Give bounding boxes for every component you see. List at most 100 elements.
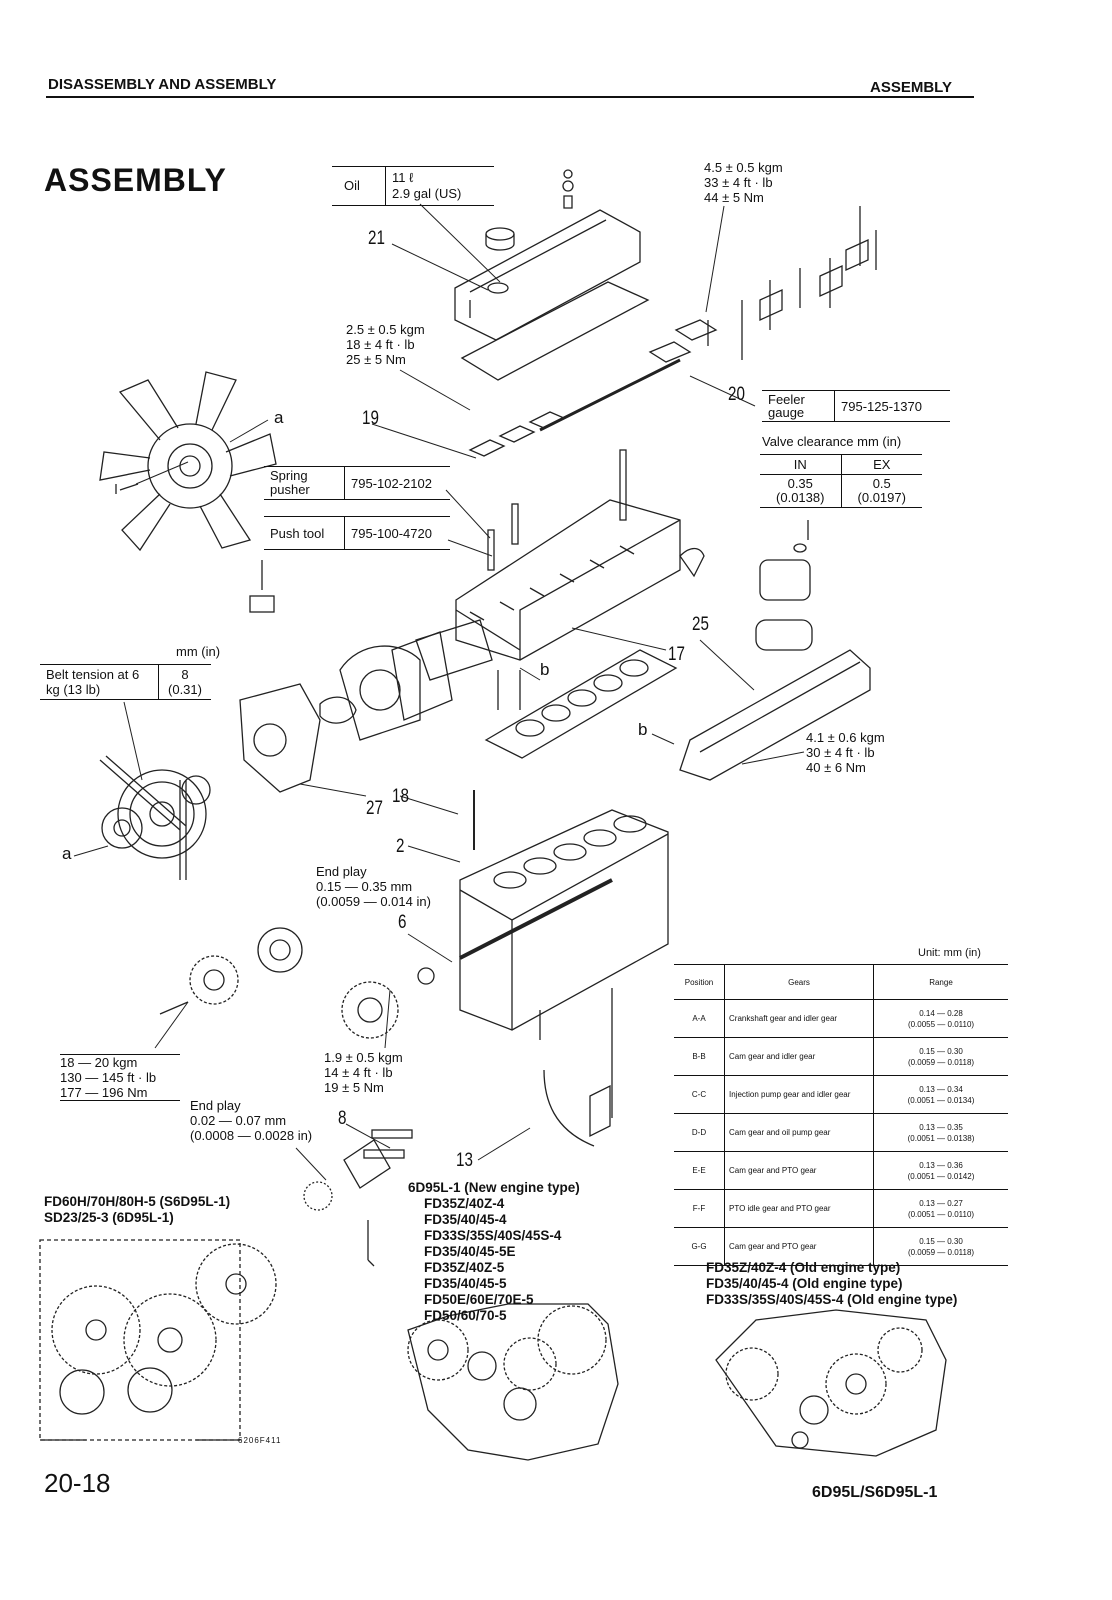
gt-gears-cell: Cam gear and idler gear [724, 1037, 874, 1076]
gear-table-unit: Unit: mm (in) [918, 947, 981, 959]
callout-17: 17 [668, 644, 685, 665]
ref-a-pulley: a [62, 844, 72, 863]
oil-capacity-box: Oil 11 ℓ 2.9 gal (US) [332, 166, 494, 206]
vc-in-value: 0.35(0.0138) [760, 474, 842, 508]
gt-range-mm: 0.13 — 0.34 [919, 1084, 963, 1094]
header-rule [46, 96, 974, 98]
callout-2: 2 [396, 836, 405, 857]
feeler-label: Feeler gauge [762, 390, 835, 422]
oil-volume-gallons: 2.9 gal (US) [392, 186, 462, 201]
belt-tension-box: Belt tension at 6 kg (13 lb) 8(0.31) [40, 664, 211, 700]
models-right: FD35Z/40Z-4 (Old engine type)FD35/40/45-… [706, 1260, 958, 1307]
callout-6: 6 [398, 912, 407, 933]
gt-range-mm: 0.14 — 0.28 [919, 1008, 963, 1018]
valve-gear-drawing [468, 169, 877, 457]
rocker-cover-drawing [454, 209, 650, 381]
valve-clearance-title: Valve clearance mm (in) [762, 434, 902, 449]
vc-header-in: IN [760, 454, 842, 475]
oil-label: Oil [344, 178, 360, 193]
vc-header-ex: EX [840, 454, 922, 475]
push-tool-part: 795-100-4720 [344, 516, 450, 550]
crank-pulley-drawing [99, 755, 211, 880]
engine-model: 6D95L/S6D95L-1 [812, 1484, 938, 1501]
belt-tension-value: 8(0.31) [158, 664, 211, 700]
ref-b-manifold: b [638, 720, 648, 739]
gt-position-cell: A-A [674, 999, 725, 1038]
callout-20: 20 [728, 384, 745, 405]
feeler-part-number: 795-125-1370 [834, 390, 950, 422]
gt-range-in: (0.0059 — 0.0118) [907, 1057, 975, 1067]
gt-range-in: (0.0051 — 0.0134) [907, 1095, 975, 1105]
callout-21: 21 [368, 228, 385, 249]
gt-header-gears: Gears [724, 964, 874, 1000]
oil-volume-liters: 11 ℓ [392, 170, 414, 185]
vc-ex-value: 0.5(0.0197) [840, 474, 922, 508]
spring-pusher-part: 795-102-2102 [344, 466, 450, 500]
gt-range-mm: 0.15 — 0.30 [919, 1236, 963, 1246]
gt-header-position: Position [674, 964, 725, 1000]
callout-25: 25 [692, 614, 709, 635]
gt-range-in: (0.0059 — 0.0118) [907, 1247, 975, 1257]
gt-range-mm: 0.15 — 0.30 [919, 1046, 963, 1056]
push-tool-box: Push tool 795-100-4720 [264, 516, 450, 550]
callout-27: 27 [366, 798, 383, 819]
gt-range-cell: 0.13 — 0.34(0.0051 — 0.0134) [873, 1075, 1008, 1114]
gt-gears-cell: Cam gear and PTO gear [724, 1151, 874, 1190]
models-left: FD60H/70H/80H-5 (S6D95L-1)SD23/25-3 (6D9… [44, 1194, 231, 1225]
callout-19: 19 [362, 408, 379, 429]
belt-unit-label: mm (in) [176, 644, 221, 659]
gt-range-in: (0.0051 — 0.0142) [907, 1171, 975, 1181]
gear-train-right-drawing [715, 1309, 947, 1457]
gt-range-mm: 0.13 — 0.36 [919, 1160, 963, 1170]
cylinder-head-drawing [455, 449, 681, 661]
exhaust-manifold-drawing [679, 520, 871, 781]
callout-13: 13 [456, 1150, 473, 1171]
page-title: ASSEMBLY [44, 162, 227, 198]
gt-range-in: (0.0055 — 0.0110) [907, 1019, 975, 1029]
water-pump-drawing [239, 560, 493, 793]
ref-a-fan: a [274, 408, 284, 427]
gt-range-in: (0.0051 — 0.0138) [907, 1133, 975, 1143]
gt-gears-cell: Crankshaft gear and idler gear [724, 999, 874, 1038]
gt-position-cell: B-B [674, 1037, 725, 1076]
gt-range-mm: 0.13 — 0.27 [919, 1198, 963, 1208]
gear-train-middle-drawing [407, 1303, 619, 1461]
callout-18: 18 [392, 786, 409, 807]
models-middle: 6D95L-1 (New engine type) FD35Z/40Z-4 FD… [408, 1180, 580, 1323]
gt-header-range: Range [873, 964, 1008, 1000]
gt-range-cell: 0.13 — 0.35(0.0051 — 0.0138) [873, 1113, 1008, 1152]
gt-range-cell: 0.15 — 0.30(0.0059 — 0.0118) [873, 1227, 1008, 1266]
feeler-gauge-box: Feeler gauge 795-125-1370 [762, 390, 950, 422]
gt-range-mm: 0.13 — 0.35 [919, 1122, 963, 1132]
gt-range-cell: 0.13 — 0.36(0.0051 — 0.0142) [873, 1151, 1008, 1190]
gt-position-cell: D-D [674, 1113, 725, 1152]
push-tool-label: Push tool [264, 516, 345, 550]
figure-code: 6206F411 [238, 1436, 282, 1445]
leader-lines [73, 203, 805, 1181]
gt-range-in: (0.0051 — 0.0110) [907, 1209, 975, 1219]
spring-pusher-box: Spring pusher 795-102-2102 [264, 466, 450, 500]
cylinder-block-drawing [459, 790, 669, 1147]
cooling-fan-drawing [99, 371, 277, 552]
gt-gears-cell: Injection pump gear and idler gear [724, 1075, 874, 1114]
head-gasket-drawing [484, 649, 678, 759]
page-header-right: ASSEMBLY [870, 79, 952, 96]
gt-position-cell: C-C [674, 1075, 725, 1114]
section-header: DISASSEMBLY AND ASSEMBLY [48, 76, 277, 93]
gt-position-cell: E-E [674, 1151, 725, 1190]
gt-gears-cell: Cam gear and oil pump gear [724, 1113, 874, 1152]
gt-position-cell: G-G [674, 1227, 725, 1266]
ref-b-head: b [540, 660, 550, 679]
